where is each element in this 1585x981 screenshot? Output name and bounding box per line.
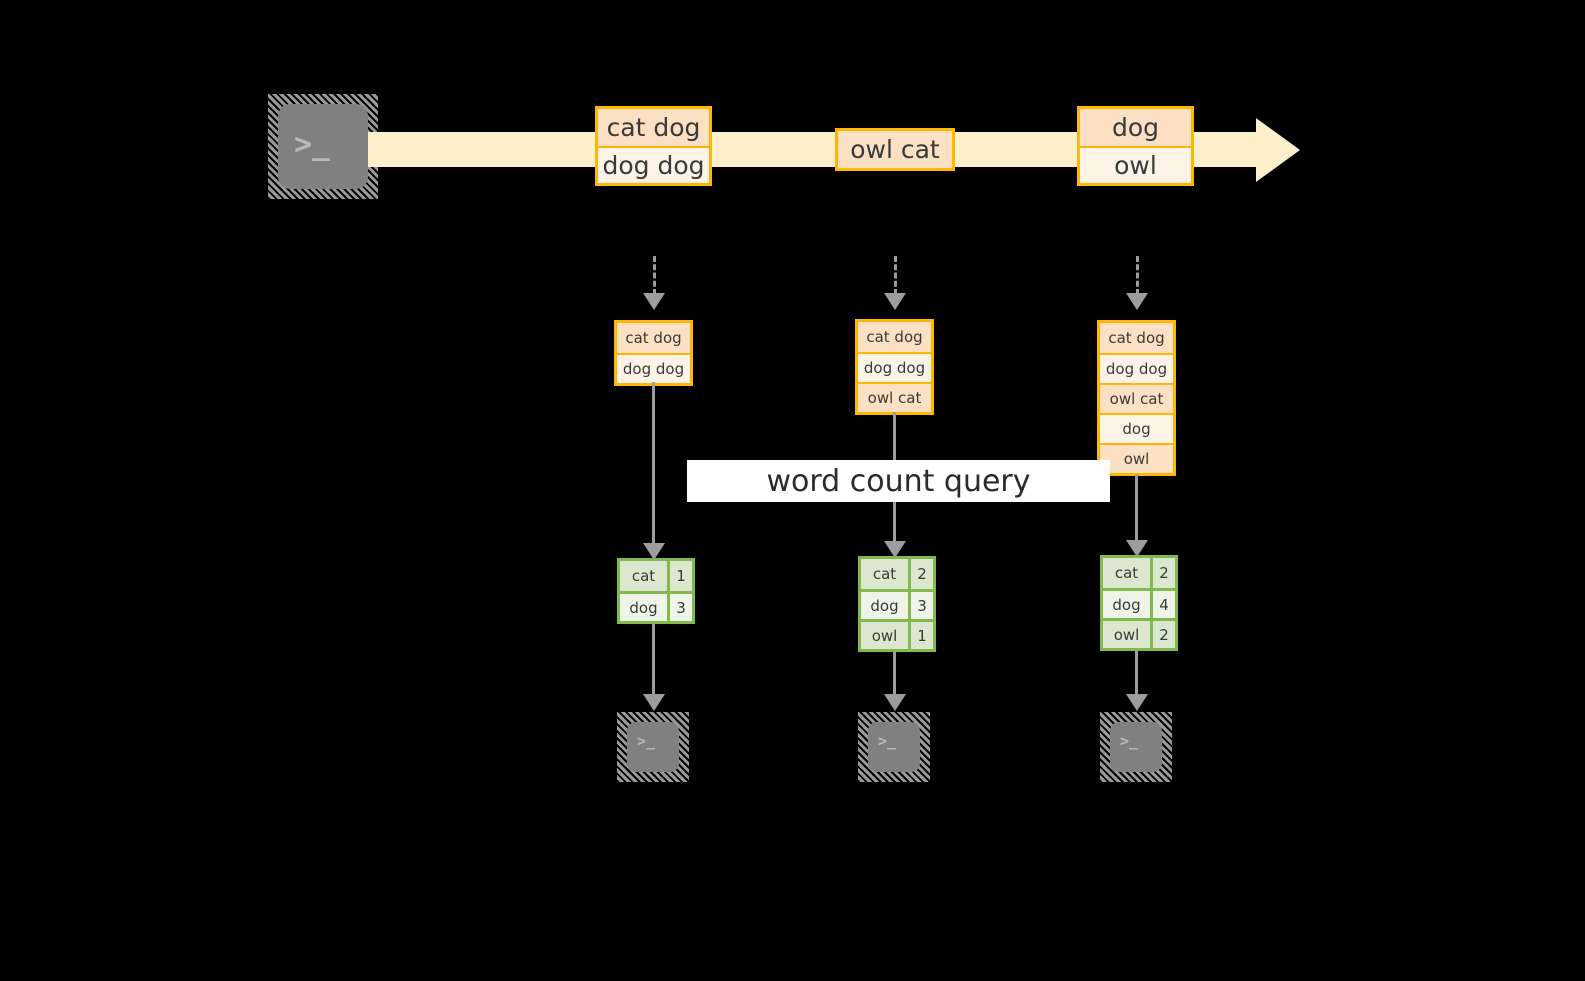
accumulated-line: owl cat [858,382,931,412]
query-arrow-line-3 [1135,474,1138,544]
stream-record-line: dog [1080,109,1191,146]
result-word: cat [861,559,908,589]
sink-terminal-icon-3: >_ [1100,712,1172,782]
result-word: owl [861,622,908,649]
accumulated-line: dog dog [617,353,690,383]
terminal-prompt-glyph: >_ [637,732,656,750]
batch-feed-arrow-line-3 [1136,256,1139,295]
batch-feed-arrowhead-3 [1126,293,1148,310]
sink-arrow-line-2 [893,652,896,698]
result-count: 1 [667,561,692,591]
query-arrowhead-3 [1126,540,1148,557]
word-count-result-3: cat 2 dog 4 owl 2 [1100,555,1178,651]
sink-arrowhead-1 [643,694,665,711]
accumulated-records-1: cat dog dog dog [614,320,693,386]
result-row: cat 1 [620,561,692,591]
result-count: 1 [908,622,933,649]
result-row: dog 3 [620,591,692,621]
terminal-screen: >_ [278,104,368,189]
stream-record-line: cat dog [598,109,709,146]
result-word: cat [1103,558,1150,588]
result-row: dog 4 [1103,588,1175,618]
word-count-result-1: cat 1 dog 3 [617,558,695,624]
batch-feed-arrow-line-2 [894,256,897,295]
stream-record-line: dog dog [598,146,709,183]
stream-batch-3: dog owl [1077,106,1194,186]
sink-arrow-line-3 [1135,651,1138,698]
result-row: dog 3 [861,589,933,619]
word-count-query-banner: word count query [687,460,1110,502]
accumulated-line: dog dog [1100,353,1173,383]
accumulated-records-3: cat dog dog dog owl cat dog owl [1097,320,1176,476]
stream-record-line: owl cat [838,131,952,168]
result-row: owl 2 [1103,618,1175,648]
result-row: cat 2 [1103,558,1175,588]
result-word: cat [620,561,667,591]
result-word: dog [861,592,908,619]
query-arrowhead-2 [884,541,906,558]
result-count: 3 [908,592,933,619]
result-word: dog [1103,591,1150,618]
batch-feed-arrowhead-2 [884,293,906,310]
result-word: owl [1103,621,1150,648]
terminal-prompt-glyph: >_ [294,127,331,162]
accumulated-line: dog [1100,413,1173,443]
stream-record-line: owl [1080,146,1191,183]
result-count: 2 [1150,621,1175,648]
result-row: cat 2 [861,559,933,589]
stream-batch-2: owl cat [835,128,955,171]
terminal-screen: >_ [868,722,920,772]
query-arrow-line-1 [652,382,655,547]
accumulated-records-2: cat dog dog dog owl cat [855,319,934,415]
accumulated-line: cat dog [1100,323,1173,353]
event-stream-arrowhead [1256,118,1300,182]
batch-feed-arrow-line-1 [653,256,656,295]
source-terminal-icon: >_ [268,94,378,199]
terminal-prompt-glyph: >_ [1120,732,1139,750]
accumulated-line: dog dog [858,352,931,382]
accumulated-line: cat dog [858,322,931,352]
sink-terminal-icon-1: >_ [617,712,689,782]
accumulated-line: owl [1100,443,1173,473]
sink-arrow-line-1 [652,623,655,698]
terminal-prompt-glyph: >_ [878,732,897,750]
query-arrowhead-1 [643,543,665,560]
result-count: 4 [1150,591,1175,618]
sink-arrowhead-2 [884,694,906,711]
result-word: dog [620,594,667,621]
terminal-screen: >_ [1110,722,1162,772]
word-count-result-2: cat 2 dog 3 owl 1 [858,556,936,652]
batch-feed-arrowhead-1 [643,293,665,310]
stream-batch-1: cat dog dog dog [595,106,712,186]
sink-terminal-icon-2: >_ [858,712,930,782]
terminal-screen: >_ [627,722,679,772]
word-count-query-label: word count query [766,463,1031,499]
accumulated-line: owl cat [1100,383,1173,413]
result-count: 2 [908,559,933,589]
result-row: owl 1 [861,619,933,649]
result-count: 3 [667,594,692,621]
sink-arrowhead-3 [1126,694,1148,711]
result-count: 2 [1150,558,1175,588]
accumulated-line: cat dog [617,323,690,353]
